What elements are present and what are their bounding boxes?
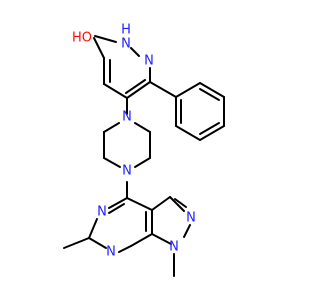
- bond: [130, 47, 140, 57]
- atom-label-ring-n2: N: [144, 54, 154, 69]
- bond: [199, 88, 220, 101]
- bond: [126, 197, 153, 211]
- atom-label-pyrazole-n9: N: [186, 211, 196, 226]
- bond: [175, 125, 201, 141]
- bond: [169, 196, 185, 212]
- atom-label-piperazine-n4: N: [122, 164, 132, 179]
- atom-label-pyrimidine-n7: N: [106, 245, 116, 260]
- bond: [149, 81, 177, 98]
- bond: [174, 198, 187, 208]
- bond: [199, 82, 225, 98]
- bond: [151, 233, 172, 245]
- structure-diagram: N H HO N N N N N N N: [63, 23, 225, 277]
- bond: [63, 237, 90, 249]
- atom-label-nh-h: H: [121, 23, 131, 38]
- bond: [108, 197, 128, 209]
- atom-label-pyrimidine-n5: N: [97, 205, 107, 220]
- bond: [103, 122, 120, 133]
- bond: [151, 196, 171, 211]
- atom-label-piperazine-n1: N: [122, 110, 132, 125]
- bond: [93, 37, 105, 59]
- bond: [175, 82, 201, 98]
- bond: [125, 79, 146, 94]
- atom-label-nh-n: N: [121, 37, 131, 52]
- bond: [199, 122, 220, 135]
- bond: [118, 245, 132, 253]
- bond: [88, 237, 107, 249]
- bond: [199, 125, 225, 141]
- bond: [94, 35, 117, 43]
- atom-label-layer: N H HO N N N N N N N: [72, 23, 196, 260]
- bond: [108, 203, 125, 214]
- bond: [126, 81, 151, 99]
- atom-label-pyrazole-n8: N: [169, 240, 179, 255]
- bond: [134, 157, 151, 168]
- molecule-svg: N H HO N N N N N N N: [63, 23, 225, 277]
- bond: [134, 122, 151, 133]
- bond-layer: [63, 35, 225, 277]
- bond: [103, 157, 121, 168]
- bond: [103, 83, 128, 99]
- atom-label-hydroxyl: HO: [72, 31, 92, 46]
- bond: [88, 218, 98, 239]
- bond: [183, 224, 191, 238]
- bond: [130, 233, 153, 247]
